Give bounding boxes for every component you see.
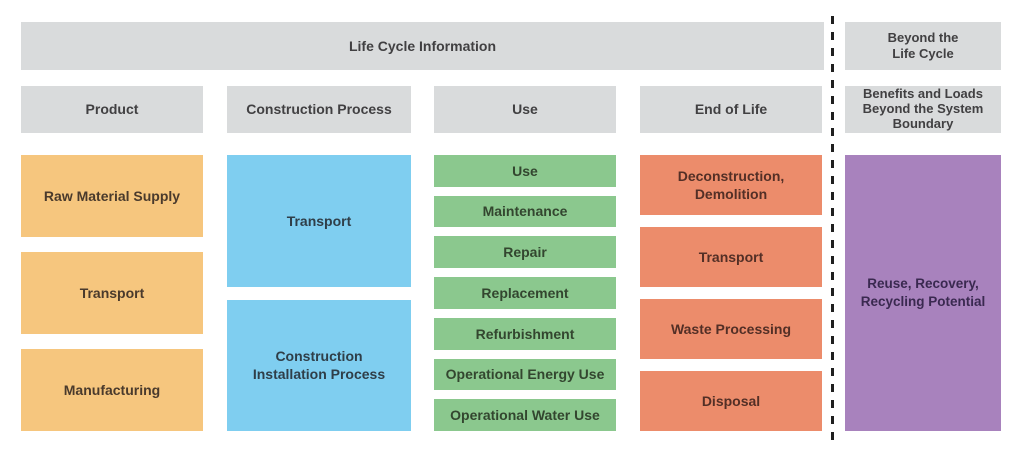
deconstruction-demolition-box: Deconstruction, Demolition <box>640 155 822 215</box>
refurbishment-box: Refurbishment <box>434 317 616 350</box>
construction-process-stage-header: Construction Process <box>227 86 411 133</box>
operational-water-use-box: Operational Water Use <box>434 399 616 432</box>
benefits-and-loads-stage-header: Benefits and Loads Beyond the System Bou… <box>845 86 1001 133</box>
system-boundary-dashed-line <box>831 16 834 440</box>
end-of-life-stage-header: End of Life <box>640 86 822 133</box>
beyond-the-life-cycle-header: Beyond the Life Cycle <box>845 22 1001 70</box>
use-stage-header: Use <box>434 86 616 133</box>
product-stage-header: Product <box>21 86 203 133</box>
construction-installation-process-box: Construction Installation Process <box>227 299 411 431</box>
product-column: Raw Material Supply Transport Manufactur… <box>21 155 203 431</box>
repair-box: Repair <box>434 236 616 269</box>
waste-processing-box: Waste Processing <box>640 299 822 359</box>
construction-process-column: Transport Construction Installation Proc… <box>227 155 411 431</box>
use-box: Use <box>434 155 616 187</box>
replacement-box: Replacement <box>434 277 616 309</box>
disposal-box: Disposal <box>640 371 822 431</box>
reuse-recovery-recycling-potential-box: Reuse, Recovery, Recycling Potential <box>845 155 1001 431</box>
life-cycle-information-header: Life Cycle Information <box>21 22 824 70</box>
operational-energy-use-box: Operational Energy Use <box>434 358 616 391</box>
raw-material-supply-box: Raw Material Supply <box>21 155 203 237</box>
construction-transport-box: Transport <box>227 155 411 287</box>
manufacturing-box: Manufacturing <box>21 349 203 431</box>
use-column: Use Maintenance Repair Replacement Refur… <box>434 155 616 432</box>
beyond-life-cycle-column: Reuse, Recovery, Recycling Potential <box>845 155 1001 431</box>
maintenance-box: Maintenance <box>434 195 616 228</box>
end-of-life-transport-box: Transport <box>640 227 822 287</box>
product-transport-box: Transport <box>21 252 203 334</box>
end-of-life-column: Deconstruction, Demolition Transport Was… <box>640 155 822 431</box>
